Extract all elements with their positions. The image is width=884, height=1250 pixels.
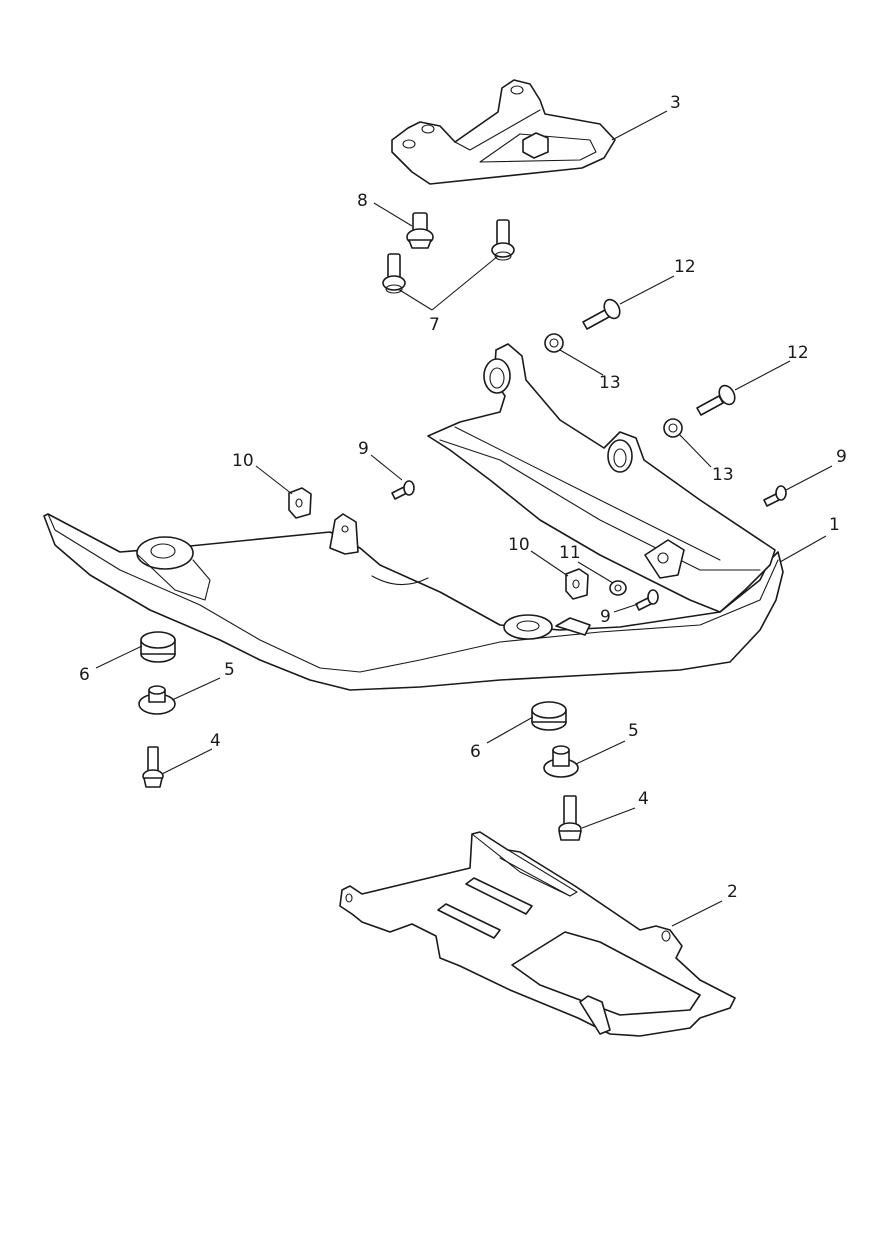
callout-8: 8 [357,191,368,211]
callout-6-right: 6 [470,742,481,762]
skid-plate-main [43,343,784,691]
clip-nut-10-left [288,487,312,519]
bolt-8 [406,212,434,249]
bolt-9-top [391,480,415,500]
bolt-9-middle [635,589,659,611]
callout-4-right: 4 [638,789,649,809]
callout-13-lower: 13 [712,465,734,485]
callout-7: 7 [429,315,440,335]
bolt-4-right [558,795,582,841]
callout-5-right: 5 [628,721,639,741]
clip-nut-10-right [565,568,589,600]
callouts: 1 2 3 4 4 5 5 6 6 7 8 9 9 9 10 10 11 12 … [79,93,847,902]
bolt-4-left [142,746,164,788]
bolt-9-right [763,485,787,507]
callout-10-right: 10 [508,535,530,555]
nut-11 [609,580,627,596]
callout-11: 11 [559,543,581,563]
callout-5-left: 5 [224,660,235,680]
callout-12-upper: 12 [674,257,696,277]
top-bracket [391,79,616,185]
spacer-5-right [543,745,579,778]
leader-lines [95,110,833,927]
callout-2: 2 [727,882,738,902]
callout-13-upper: 13 [599,373,621,393]
bolt-7-right [491,219,515,261]
callout-1: 1 [829,515,840,535]
callout-6-left: 6 [79,665,90,685]
grommet-6-right [531,701,567,731]
lower-plate [339,831,736,1037]
grommet-6-left [140,631,176,663]
bolt-12-lower [696,384,736,416]
callout-3: 3 [670,93,681,113]
callout-9-top: 9 [358,439,369,459]
nut-13-upper [544,333,564,353]
bolt-7-left [382,253,406,294]
nut-13-lower [663,418,683,438]
callout-4-left: 4 [210,731,221,751]
callout-12-lower: 12 [787,343,809,363]
spacer-5-left [138,685,176,715]
callout-9-right: 9 [836,447,847,467]
bolt-12-upper [582,298,621,330]
callout-10-left: 10 [232,451,254,471]
callout-9-middle: 9 [600,607,611,627]
